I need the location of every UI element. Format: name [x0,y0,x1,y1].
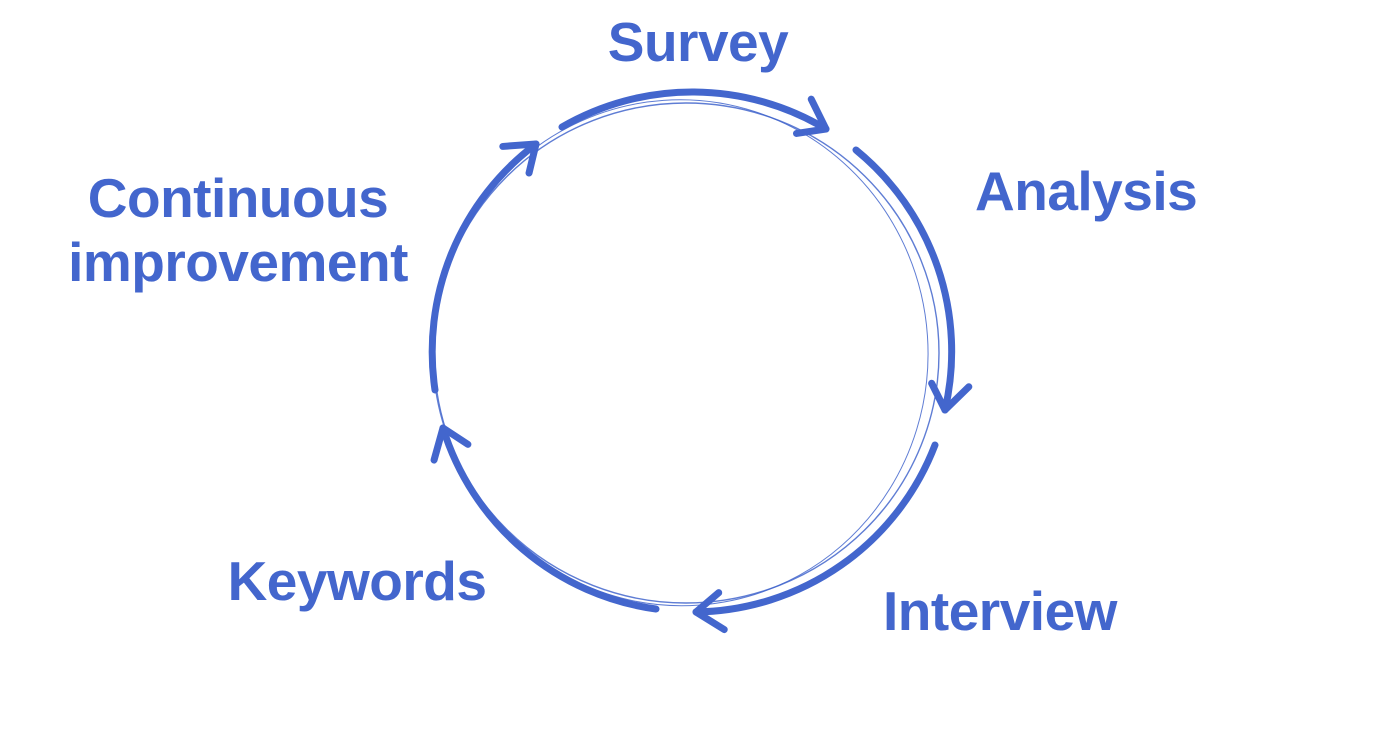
arc-keywords-to-improvement [430,424,660,613]
label-interview: Interview [883,580,1117,642]
arc-interview-to-keywords [692,441,939,634]
label-continuous-improvement: Continuous improvement [68,166,408,294]
label-analysis: Analysis [975,160,1198,222]
sketch-circle-outline-1 [432,102,940,604]
label-keywords: Keywords [227,550,487,612]
arc-survey-to-analysis [558,88,830,137]
label-continuous-improvement-line2: improvement [68,231,408,293]
label-survey: Survey [607,11,789,73]
label-continuous-improvement-line1: Continuous [87,167,389,229]
arc-improvement-to-survey [428,140,540,394]
arc-analysis-to-interview [852,146,973,414]
